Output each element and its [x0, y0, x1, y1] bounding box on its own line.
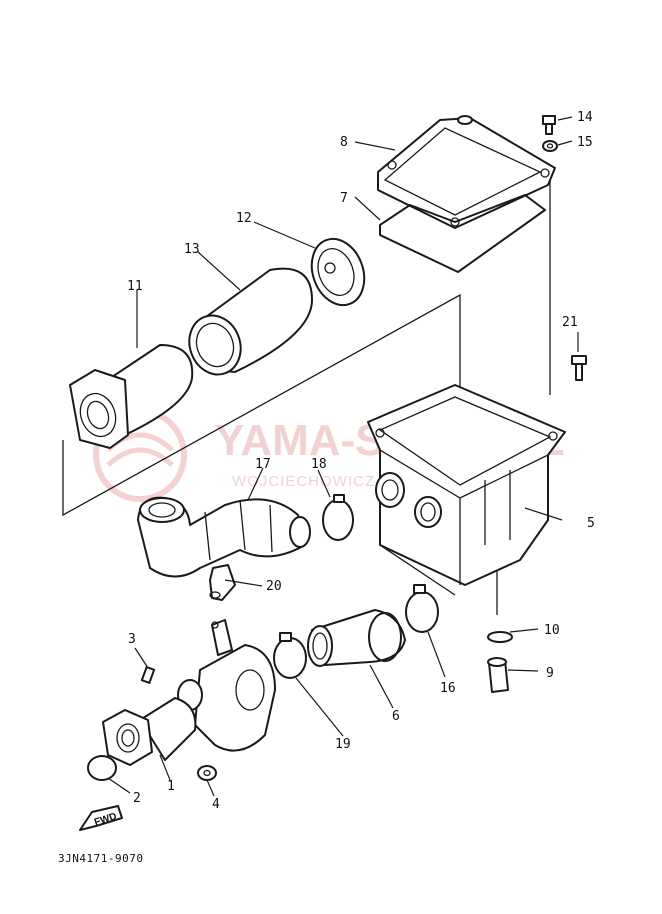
- callout-15: 15: [577, 135, 593, 150]
- callout-17: 17: [255, 457, 271, 472]
- callout-9: 9: [546, 666, 554, 681]
- airbox-cover: [377, 115, 556, 229]
- callout-7: 7: [340, 191, 348, 206]
- foam-filter-element: [188, 267, 313, 376]
- callout-12: 12: [236, 211, 252, 226]
- intake-hose: [137, 496, 311, 578]
- fwd-direction-arrow: FWD: [79, 805, 123, 831]
- filter-cap: [310, 237, 366, 307]
- intake-manifold: [102, 697, 197, 766]
- callout-11: 11: [127, 279, 143, 294]
- hose-clamp-right: [405, 584, 439, 633]
- carburetor: [177, 619, 276, 752]
- callout-8: 8: [340, 135, 348, 150]
- manifold-nut: [197, 765, 217, 781]
- filter-guide: [69, 344, 194, 449]
- callout-6: 6: [392, 709, 400, 724]
- callout-18: 18: [311, 457, 327, 472]
- diagram-code: 3JN4171-9070: [58, 852, 143, 865]
- callout-2: 2: [133, 791, 141, 806]
- callout-14: 14: [577, 110, 593, 125]
- manifold-bolt: [140, 666, 156, 684]
- callout-10: 10: [544, 623, 560, 638]
- cover-bolt: [542, 115, 556, 135]
- leader-lines: [107, 116, 579, 797]
- callout-20: 20: [266, 579, 282, 594]
- hose-clamp-upper: [322, 494, 354, 541]
- callout-16: 16: [440, 681, 456, 696]
- callout-19: 19: [335, 737, 351, 752]
- callout-1: 1: [167, 779, 175, 794]
- airbox-bolt: [571, 355, 587, 381]
- breather-elbow: [209, 564, 236, 601]
- manifold-gasket: [87, 755, 117, 781]
- callouts: 1 2 3 4 5 6 7 8 9 10 11 12 13 14 15 16 1…: [127, 110, 595, 812]
- drain-cap: [487, 657, 509, 693]
- callout-5: 5: [587, 516, 595, 531]
- cover-gasket: [379, 194, 546, 273]
- carburetor-joint: [307, 609, 406, 667]
- hose-clamp-lower: [273, 632, 307, 679]
- drain-clip: [487, 631, 513, 643]
- callout-21: 21: [562, 315, 578, 330]
- callout-13: 13: [184, 242, 200, 257]
- callout-4: 4: [212, 797, 220, 812]
- cover-washer: [542, 140, 558, 152]
- callout-3: 3: [128, 632, 136, 647]
- airbox-case: [367, 384, 566, 586]
